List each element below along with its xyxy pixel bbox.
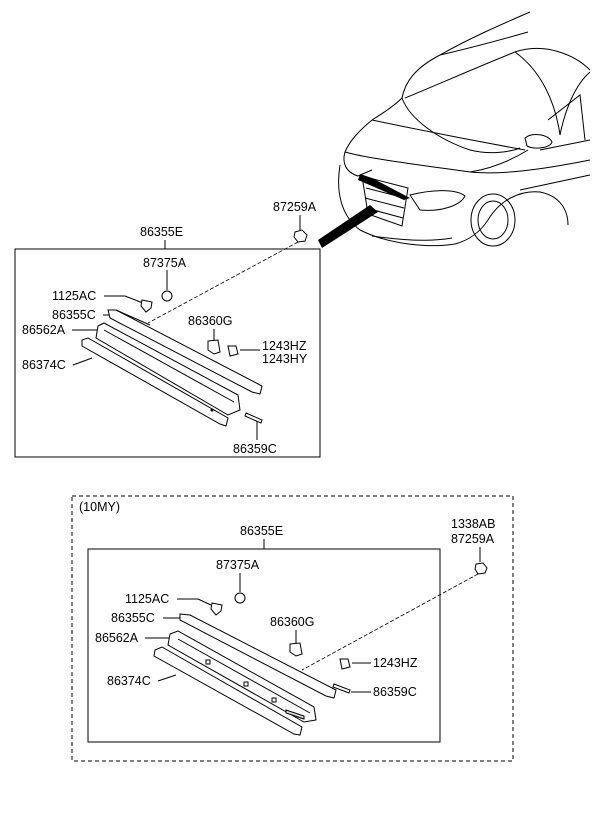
label-86360G-bottom: 86360G	[270, 615, 314, 629]
label-86360G-top: 86360G	[188, 314, 232, 328]
retainer-icon-bottom	[289, 642, 303, 657]
bottom-parts-group: (10MY) 86355E 1338AB 87259A 87375A 1125A…	[71, 495, 514, 762]
label-1125AC-bottom: 1125AC	[125, 592, 169, 606]
label-86562A-bottom: 86562A	[95, 631, 139, 645]
label-87259A-top: 87259A	[273, 200, 317, 214]
vehicle-front-illustration	[318, 11, 591, 248]
label-86355C-top: 86355C	[52, 308, 96, 322]
label-86359C-bottom: 86359C	[373, 685, 417, 699]
variant-section-dashed-box	[71, 495, 514, 762]
clip-icon-bottom	[234, 592, 246, 604]
clip-icon	[161, 290, 173, 302]
variant-tag: (10MY)	[79, 500, 120, 514]
label-1243HZ-bottom: 1243HZ	[373, 656, 418, 670]
nut-icon	[293, 229, 308, 243]
lower-strip-part-bottom	[153, 646, 303, 736]
bolt-icon	[227, 345, 239, 357]
label-1125AC-top: 1125AC	[52, 289, 96, 303]
label-86359C-top: 86359C	[233, 442, 277, 456]
nut-icon-bottom	[474, 562, 488, 575]
label-87375A-top: 87375A	[143, 256, 187, 270]
label-1243HY-top: 1243HY	[262, 352, 308, 366]
retainer-icon	[207, 339, 221, 355]
tape-part-bottom	[332, 683, 351, 694]
top-section-box	[14, 248, 321, 458]
label-86374C-bottom: 86374C	[107, 674, 151, 688]
top-parts-group: 86355E 87259A 87375A 1125AC 86355C 86562…	[14, 200, 321, 458]
label-1243HZ-top: 1243HZ	[262, 339, 307, 353]
label-87375A-bottom: 87375A	[216, 558, 260, 572]
label-87259A-bottom: 87259A	[451, 532, 495, 546]
tape-part	[244, 412, 263, 424]
screw-icon	[140, 299, 153, 313]
label-1338AB: 1338AB	[451, 517, 495, 531]
screw-icon-bottom	[210, 602, 223, 616]
molding-strip-bottom	[179, 613, 337, 699]
label-86355E-bottom: 86355E	[240, 524, 283, 538]
label-86374C-top: 86374C	[22, 358, 66, 372]
label-86355C-bottom: 86355C	[111, 611, 155, 625]
label-86355E-top: 86355E	[140, 225, 183, 239]
label-86562A-top: 86562A	[22, 323, 66, 337]
bolt-icon-bottom	[339, 658, 351, 670]
lower-strip-part	[81, 337, 229, 427]
